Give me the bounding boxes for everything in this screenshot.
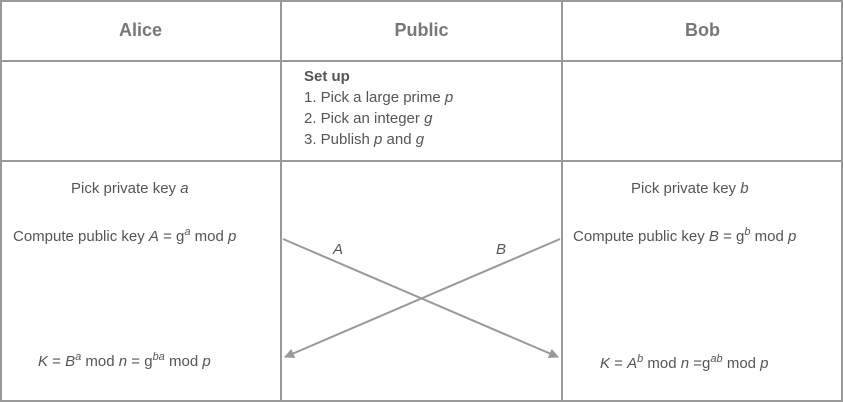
arrow-label-a: A (333, 241, 344, 258)
arrow-label-b: B (496, 241, 507, 258)
setup-step-1: 1. Pick a large prime p (304, 89, 454, 106)
alice-shared-secret: K = Ba mod n = gba mod p (38, 351, 211, 371)
bob-private-key: Pick private key b (631, 180, 749, 197)
setup-title: Set up (304, 68, 350, 85)
setup-step-2: 2. Pick an integer g (304, 110, 433, 127)
alice-private-key: Pick private key a (71, 180, 189, 197)
header-alice: Alice (118, 20, 163, 40)
arrow-b-to-alice (284, 238, 561, 359)
bob-shared-secret: K = Ab mod n =gab mod p (600, 353, 769, 373)
header-bob: Bob (685, 20, 720, 40)
bob-public-key: Compute public key B = gb mod p (573, 226, 797, 246)
setup-block: Set up 1. Pick a large prime p 2. Pick a… (304, 66, 453, 150)
header-public: Public (394, 20, 449, 40)
setup-step-3: 3. Publish p and g (304, 131, 425, 148)
alice-public-key: Compute public key A = ga mod p (13, 226, 237, 246)
